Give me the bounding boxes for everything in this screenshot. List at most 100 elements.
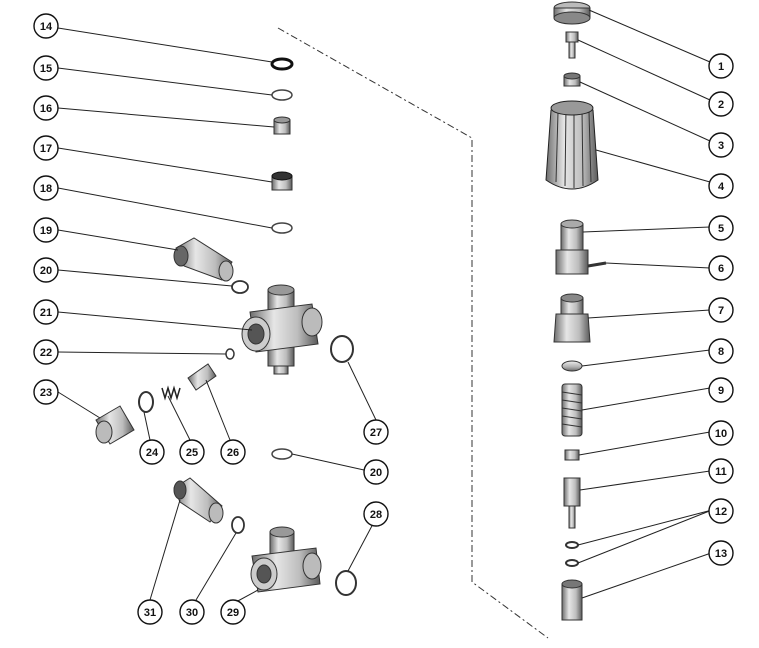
callout-circle [33, 339, 59, 365]
callout-2: 2 [708, 91, 734, 117]
callout-11: 11 [708, 458, 734, 484]
part-4-knob [545, 100, 599, 190]
part-1-cap [553, 1, 591, 25]
part-17-fitting [271, 171, 293, 191]
part-11-piston [563, 477, 581, 529]
callout-5: 5 [708, 215, 734, 241]
callout-18: 18 [33, 175, 59, 201]
callout-label: 11 [715, 466, 727, 478]
part-13-bushing [561, 579, 583, 621]
callout-label: 3 [718, 140, 724, 152]
callout-label: 9 [718, 385, 724, 397]
part-5-housing [555, 219, 589, 275]
callout-label: 26 [227, 447, 239, 459]
callout-label: 6 [718, 263, 724, 275]
callout-circle [220, 439, 246, 465]
part-14-oring [270, 57, 294, 71]
callout-circle [33, 299, 59, 325]
part-2-screw [565, 31, 579, 59]
callout-1: 1 [708, 53, 734, 79]
callout-label: 21 [40, 307, 52, 319]
callout-20: 20 [33, 257, 59, 283]
part-7-nut-body [553, 293, 591, 343]
callout-label: 22 [40, 347, 52, 359]
callout-circle [33, 55, 59, 81]
callout-circle [33, 217, 59, 243]
callout-circle [179, 599, 205, 625]
part-20-washer-lower [271, 448, 293, 460]
part-20-washer-upper [231, 280, 249, 294]
callout-label: 17 [40, 143, 52, 155]
callout-16: 16 [33, 95, 59, 121]
callout-29: 29 [220, 599, 246, 625]
callout-circle [708, 132, 734, 158]
callout-label: 7 [718, 305, 724, 317]
part-12-oring-b [565, 559, 579, 567]
callout-label: 5 [718, 223, 724, 235]
callout-label: 1 [718, 61, 724, 73]
callout-12: 12 [708, 498, 734, 524]
leader-lines [57, 9, 715, 603]
callout-circle [708, 53, 734, 79]
callout-circle [363, 459, 389, 485]
callout-circle [363, 419, 389, 445]
callout-label: 30 [186, 607, 198, 619]
callout-circle [708, 377, 734, 403]
part-27-oring [330, 335, 354, 363]
callout-circle [708, 498, 734, 524]
callout-label: 19 [40, 225, 52, 237]
callout-circle [33, 13, 59, 39]
part-15-washer [271, 89, 293, 101]
callout-6: 6 [708, 255, 734, 281]
callout-label: 31 [144, 607, 156, 619]
callout-circle [139, 439, 165, 465]
callout-15: 15 [33, 55, 59, 81]
callout-label: 2 [718, 99, 724, 111]
callout-20: 20 [363, 459, 389, 485]
part-19-inlet-fitting [173, 237, 234, 282]
callout-circle [708, 540, 734, 566]
callout-7: 7 [708, 297, 734, 323]
callout-circle [708, 173, 734, 199]
callout-22: 22 [33, 339, 59, 365]
part-8-washer [561, 360, 583, 372]
callout-label: 15 [40, 63, 52, 75]
callout-circle [363, 501, 389, 527]
callout-circle [33, 257, 59, 283]
callout-27: 27 [363, 419, 389, 445]
callout-label: 4 [718, 181, 725, 193]
callout-label: 16 [40, 103, 52, 115]
callout-10: 10 [708, 420, 734, 446]
callouts: 1234567891011121314151617181920202122232… [33, 13, 734, 625]
callout-label: 13 [715, 548, 727, 560]
part-23-outlet-fitting [95, 405, 135, 445]
callout-label: 25 [186, 447, 198, 459]
assembly-dash-line [277, 27, 549, 639]
callout-label: 12 [715, 506, 727, 518]
callout-8: 8 [708, 338, 734, 364]
callout-label: 29 [227, 607, 239, 619]
callout-label: 18 [40, 183, 52, 195]
callout-circle [33, 379, 59, 405]
part-31-fitting [173, 477, 224, 524]
callout-label: 28 [370, 509, 382, 521]
part-28-oring [335, 570, 357, 596]
part-26-check-valve [187, 363, 217, 391]
callout-13: 13 [708, 540, 734, 566]
callout-circle [179, 439, 205, 465]
callout-label: 10 [715, 428, 727, 440]
part-6-pin [587, 261, 607, 268]
callout-circle [708, 297, 734, 323]
callout-31: 31 [137, 599, 163, 625]
callout-26: 26 [220, 439, 246, 465]
callout-circle [708, 458, 734, 484]
callout-circle [33, 175, 59, 201]
callout-4: 4 [708, 173, 734, 199]
callout-circle [137, 599, 163, 625]
callout-circle [33, 135, 59, 161]
callout-30: 30 [179, 599, 205, 625]
callout-circle [708, 215, 734, 241]
callout-3: 3 [708, 132, 734, 158]
